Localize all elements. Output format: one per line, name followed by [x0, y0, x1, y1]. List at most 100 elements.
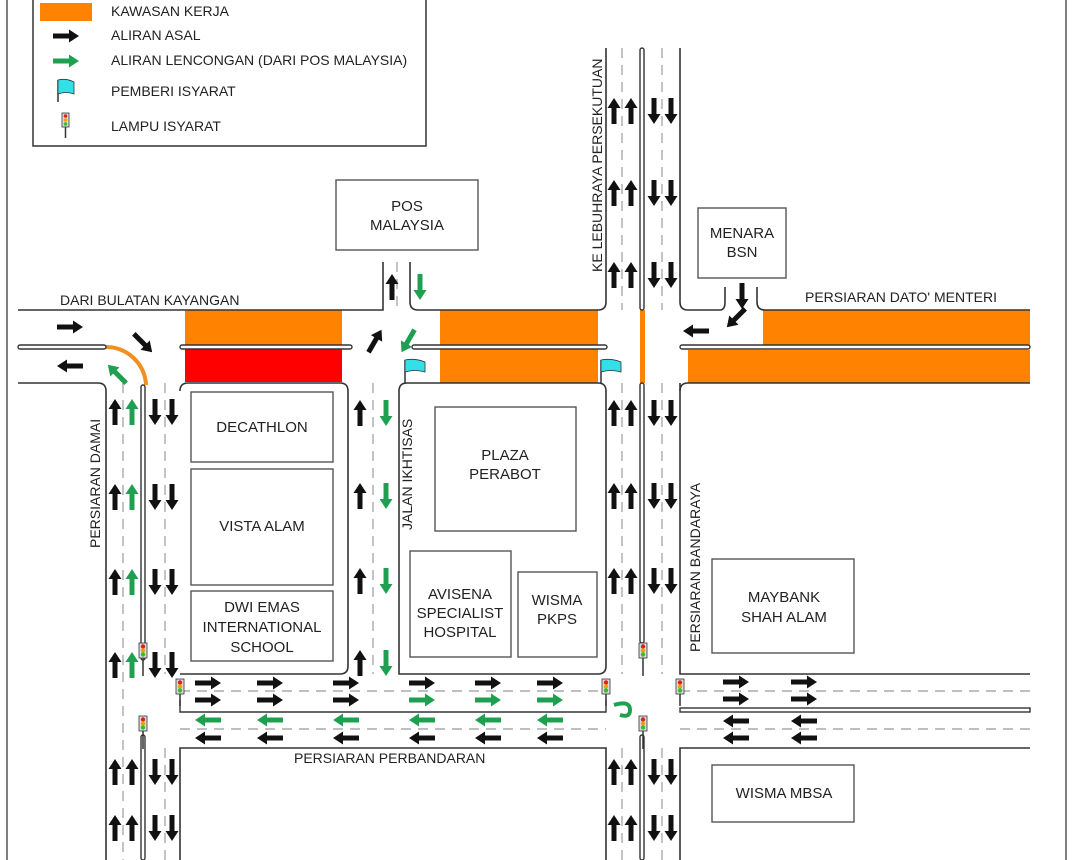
road-labels: DARI BULATAN KAYANGAN PERSIARAN DATO' ME… [60, 59, 997, 766]
detour-arrow [379, 483, 393, 509]
original-arrow [723, 731, 749, 745]
buildings: POS MALAYSIA MENARA BSN DECATHLON VISTA … [190, 179, 855, 823]
detour-arrow [395, 326, 421, 356]
detour-arrow [125, 484, 139, 510]
original-arrow [165, 759, 179, 785]
legend-label-original-flow: ALIRAN ASAL [111, 27, 201, 43]
detour-arrow [195, 713, 221, 727]
traffic-light-icon [61, 112, 70, 138]
original-arrow [722, 304, 750, 332]
legend: KAWASAN KERJA ALIRAN ASAL ALIRAN LENCONG… [32, 0, 427, 147]
road-label-ikhtisas: JALAN IKHTISAS [399, 419, 415, 530]
original-arrow [723, 692, 749, 706]
building-menara-bsn [697, 207, 787, 279]
original-arrow [624, 759, 638, 785]
original-arrow [125, 759, 139, 785]
original-arrow [57, 320, 83, 334]
original-arrow [647, 568, 661, 594]
traffic-light-icon [675, 678, 685, 706]
building-wisma-pkps [517, 571, 598, 658]
original-arrow [148, 399, 162, 425]
original-arrow [257, 731, 283, 745]
detour-arrow [475, 713, 501, 727]
detour-arrow [413, 274, 427, 300]
signals [138, 358, 685, 749]
road-label-bandaraya: PERSIARAN BANDARAYA [687, 482, 703, 652]
work-zone [185, 310, 342, 346]
traffic-light-icon [138, 715, 148, 749]
original-arrow [647, 815, 661, 841]
building-label: MALAYSIA [370, 217, 444, 234]
road-label-damai: PERSIARAN DAMAI [87, 419, 103, 548]
building-pos-malaysia [335, 179, 479, 251]
original-arrow [108, 759, 122, 785]
original-arrow [607, 568, 621, 594]
original-arrow [165, 815, 179, 841]
flag-icon [57, 78, 75, 102]
original-arrow [475, 731, 501, 745]
original-arrow [735, 283, 749, 309]
building-label: BSN [727, 244, 758, 261]
road-label-dato-menteri: PERSIARAN DATO' MENTERI [805, 289, 997, 305]
original-arrow [664, 568, 678, 594]
work-zone-swatch [40, 3, 92, 21]
original-arrow [409, 731, 435, 745]
original-arrow [683, 324, 709, 338]
road-label-perbandaran: PERSIARAN PERBANDARAN [294, 750, 485, 766]
original-arrow [607, 400, 621, 426]
original-arrow [353, 400, 367, 426]
original-arrow [362, 326, 388, 356]
building-avisena [409, 550, 512, 658]
original-arrow [791, 675, 817, 689]
detour-arrow [125, 399, 139, 425]
original-arrow [791, 731, 817, 745]
original-arrow [409, 676, 435, 690]
original-arrow [108, 484, 122, 510]
road-label-bulatan-kayangan: DARI BULATAN KAYANGAN [60, 292, 239, 308]
original-arrow [624, 262, 638, 288]
u-turn-arrow [613, 701, 633, 718]
original-arrow [647, 180, 661, 206]
building-label: MAYBANK [748, 589, 820, 606]
traffic-arrows [57, 98, 817, 841]
building-maybank [711, 558, 855, 654]
building-label: PERABOT [469, 466, 541, 483]
original-arrow [723, 675, 749, 689]
detour-arrow [103, 360, 131, 388]
building-label: PLAZA [481, 447, 529, 464]
building-label: DECATHLON [216, 419, 307, 436]
original-arrow [165, 484, 179, 510]
traffic-light-icon [175, 678, 185, 706]
work-zone [640, 310, 645, 383]
original-arrow [664, 180, 678, 206]
building-label: SCHOOL [230, 639, 293, 656]
traffic-light-icon [138, 642, 148, 676]
detour-arrow [333, 713, 359, 727]
building-label: HOSPITAL [423, 624, 496, 641]
original-arrow [664, 98, 678, 124]
original-arrow [791, 714, 817, 728]
detour-arrow [409, 713, 435, 727]
building-decathlon [190, 391, 334, 463]
legend-label-traffic-light: LAMPU ISYARAT [111, 118, 221, 134]
original-arrow [353, 483, 367, 509]
detour-arrow [125, 569, 139, 595]
flag-icon [404, 358, 426, 384]
original-arrow [664, 400, 678, 426]
original-arrow [791, 692, 817, 706]
building-label: SHAH ALAM [741, 609, 827, 626]
original-arrow [195, 676, 221, 690]
original-arrow [664, 759, 678, 785]
detour-arrow [379, 400, 393, 426]
original-arrow [148, 484, 162, 510]
building-label: AVISENA [428, 586, 492, 603]
traffic-light-icon [638, 642, 648, 676]
detour-arrow [379, 568, 393, 594]
original-arrow [647, 759, 661, 785]
original-arrow [624, 98, 638, 124]
building-plaza-perabot [434, 406, 577, 532]
building-dwi-emas [190, 590, 334, 662]
original-arrow [624, 815, 638, 841]
building-label: VISTA ALAM [219, 518, 305, 535]
